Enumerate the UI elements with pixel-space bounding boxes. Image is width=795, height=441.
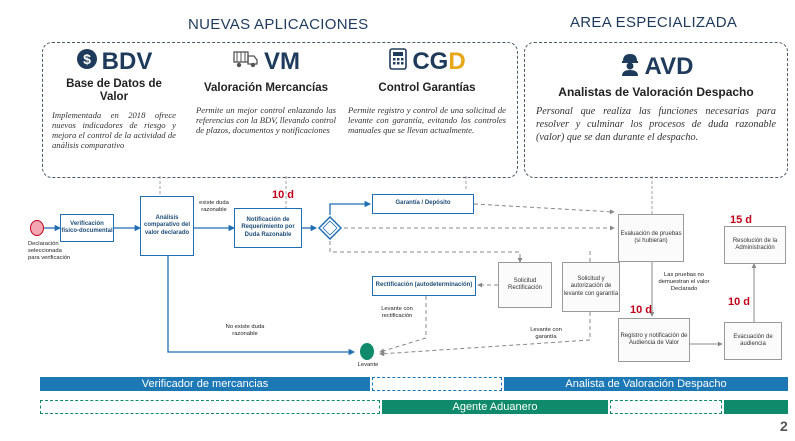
decision-diamond <box>317 215 343 241</box>
specialized-desc: Personal que realiza las funciones neces… <box>536 106 776 143</box>
specialized-panel <box>524 42 788 178</box>
app-card-cgd: CGD Control Garantías Permite registro y… <box>348 48 506 135</box>
lane-bar-agente-end <box>724 400 788 414</box>
solicitud-levante-box: Solicitud y autorización de levante con … <box>562 262 620 312</box>
lane-bar-analista <box>504 377 788 391</box>
analisis-box: Análisis comparativo del valor declarado <box>140 196 194 256</box>
pruebas-no-label: Las pruebas no demuestran el valor Decla… <box>658 272 710 292</box>
avd-logo-text: AVD <box>644 53 694 80</box>
days-10-right: 10 d <box>728 296 751 308</box>
app-card-vm: VM Valoración Mercancías Permite un mejo… <box>196 48 336 136</box>
garantia-box: Garantía / Depósito <box>372 194 474 214</box>
rectificacion-box: Rectificación (autodeterminación) <box>372 276 476 296</box>
app-desc-bdv: Implementada en 2018 ofrece nuevos indic… <box>52 110 176 150</box>
avd-logo: AVD <box>536 52 776 82</box>
app-title-bdv: Base de Datos de Valor <box>66 78 162 103</box>
new-apps-panel <box>42 42 518 178</box>
svg-text:$: $ <box>83 51 91 67</box>
evaluacion-pruebas-box: Evaluación de pruebas (si hubieran) <box>618 214 684 262</box>
levante-gar-label: Levante con garantía <box>530 327 562 340</box>
days-10-mid: 10 d <box>630 304 653 316</box>
registro-box: Registro y notificación de Audiencia de … <box>618 318 690 362</box>
cgd-logo-text: CG <box>412 48 449 75</box>
lane-bar-verificador <box>40 377 370 391</box>
calculator-icon <box>388 48 408 76</box>
verificacion-box: Verificación físico-documental <box>60 214 114 242</box>
app-desc-cgd: Permite registro y control de una solici… <box>348 105 506 135</box>
lane-bar-agente-dashed-left <box>40 400 380 414</box>
worker-helmet-icon <box>619 52 641 82</box>
cgd-logo: CGD <box>348 48 506 76</box>
notificacion-box: Notificación de Requerimiento por Duda R… <box>234 208 302 248</box>
app-desc-vm: Permite un mejor control enlazando las r… <box>196 105 336 135</box>
bdv-logo-text: BDV <box>101 48 153 75</box>
days-15: 15 d <box>730 214 753 226</box>
app-title-cgd: Control Garantías <box>378 82 476 94</box>
start-node <box>30 220 44 236</box>
page-number: 2 <box>780 418 788 434</box>
specialized-card-avd: AVD Analistas de Valoración Despacho Per… <box>536 52 776 144</box>
lane-bar-agente-dashed-mid <box>610 400 722 414</box>
start-label: Declaración seleccionada para verificaci… <box>28 241 71 261</box>
lane-label-verificador: Verificador de mercancias <box>141 378 269 390</box>
resolucion-box: Resolución de la Administración <box>724 226 786 264</box>
app-card-bdv: $ BDV Base de Datos de Valor Implementad… <box>52 48 176 151</box>
app-title-vm: Valoración Mercancías <box>203 82 328 94</box>
cgd-logo-accent: D <box>448 48 466 75</box>
lane-label-analista: Analista de Valoración Despacho <box>565 378 727 390</box>
levante-rect-label: Levante con rectificación <box>381 306 413 319</box>
dollar-circle-icon: $ <box>76 48 98 76</box>
solicitud-rect-box: Solicitud Rectificación <box>498 262 552 308</box>
days-10-top: 10 d <box>272 189 295 201</box>
evacuacion-box: Evacuación de audiencia <box>724 322 782 360</box>
lane-bar-agente <box>382 400 608 414</box>
vm-logo-text: VM <box>264 48 300 75</box>
section-header-specialized: AREA ESPECIALIZADA <box>570 14 738 31</box>
levante-node <box>360 343 374 360</box>
specialized-title: Analistas de Valoración Despacho <box>558 85 754 99</box>
lane-label-agente: Agente Aduanero <box>452 401 538 413</box>
bdv-logo: $ BDV <box>52 48 176 76</box>
levante-label: Levante <box>357 362 379 368</box>
vm-logo: VM <box>196 48 336 76</box>
existe-duda-label: existe duda razonable <box>199 200 229 213</box>
section-header-new-apps: NUEVAS APLICACIONES <box>188 16 369 33</box>
truck-container-icon <box>232 48 260 76</box>
lane-bar-gap-dashed <box>372 377 502 391</box>
no-existe-duda-label: No existe duda razonable <box>225 324 265 337</box>
